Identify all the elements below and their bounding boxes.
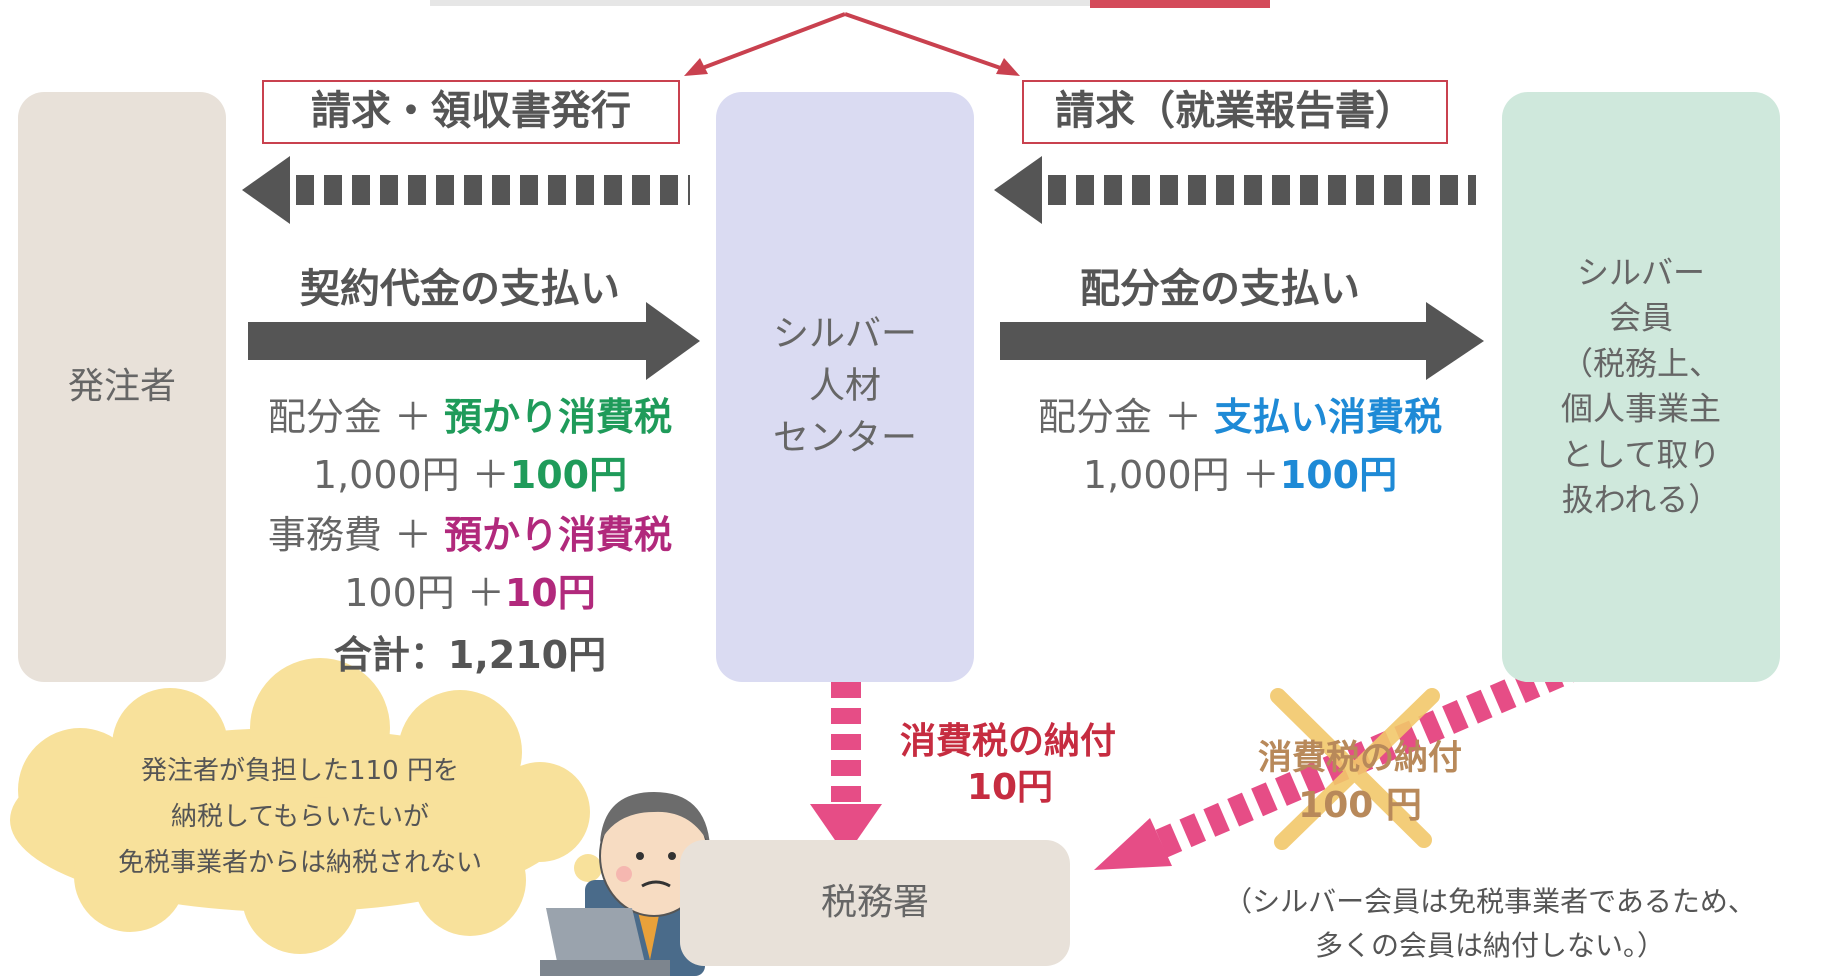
- member-tax-payment-amount: 100 円: [1298, 785, 1422, 826]
- left-breakdown-line2: 1,000円 ＋100円: [240, 444, 700, 499]
- left-line1-tax: 預かり消費税: [444, 395, 673, 439]
- left-line3-base: 事務費 ＋: [267, 513, 445, 557]
- left-breakdown-line1: 配分金 ＋ 預かり消費税: [240, 386, 700, 441]
- tax-arrow-center: [810, 656, 882, 856]
- invoice-tag-left: 請求・領収書発行: [262, 80, 680, 144]
- payment-arrow-right: [1000, 302, 1484, 380]
- left-total: 合計：1,210円: [333, 633, 607, 677]
- invoice-arrow-right: [994, 156, 1476, 224]
- member-tax-payment-title: 消費税の納付: [1258, 738, 1462, 778]
- client-label: 発注者: [67, 365, 176, 407]
- invoice-bracket: [691, 12, 1013, 74]
- left-line2-base: 1,000円 ＋: [312, 453, 510, 497]
- silver-member-label: シルバー 会員 （税務上、 個人事業主 として取り 扱われる）: [1560, 253, 1721, 519]
- cross-mark: [1270, 688, 1440, 850]
- cropped-heading: [430, 0, 1270, 8]
- right-line2-base: 1,000円 ＋: [1082, 453, 1280, 497]
- center-tax-payment-title: 消費税の納付: [899, 721, 1116, 762]
- silver-center-label: シルバー 人材 センター: [772, 313, 917, 460]
- payment-label-right: 配分金の支払い: [1080, 266, 1360, 312]
- center-tax-payment-amount: 10円: [966, 767, 1054, 808]
- right-breakdown-line2: 1,000円 ＋100円: [1000, 444, 1480, 499]
- right-line1-base: 配分金 ＋: [1037, 395, 1215, 439]
- bracket-arrowhead-left: [684, 58, 708, 76]
- bracket-arrowhead-right: [996, 58, 1020, 76]
- invoice-arrow-left: [242, 156, 690, 224]
- silver-member-box: シルバー 会員 （税務上、 個人事業主 として取り 扱われる）: [1502, 92, 1780, 682]
- exemption-note: （シルバー会員は免税事業者であるため、 多くの会員は納付しない。）: [1224, 885, 1756, 962]
- right-breakdown-line1: 配分金 ＋ 支払い消費税: [1000, 386, 1480, 441]
- left-line2-tax: 100円: [509, 453, 628, 497]
- speech-bubble-text: 発注者が負担した110 円を 納税してもらいたいが 免税事業者からは納税されない: [117, 756, 482, 878]
- speech-bubble: [10, 658, 602, 954]
- left-line4-tax: 10円: [504, 571, 596, 615]
- right-line2-tax: 100円: [1279, 453, 1398, 497]
- tax-office-box: 税務署: [680, 840, 1070, 966]
- left-line3-tax: 預かり消費税: [444, 513, 673, 557]
- payment-label-left: 契約代金の支払い: [300, 266, 620, 312]
- tax-office-label: 税務署: [820, 881, 929, 923]
- worried-person-illustration: [540, 792, 740, 976]
- right-line1-tax: 支払い消費税: [1214, 395, 1443, 439]
- left-breakdown-line4: 100円 ＋10円: [240, 562, 700, 617]
- left-line4-base: 100円 ＋: [344, 571, 505, 615]
- invoice-tag-right: 請求（就業報告書）: [1022, 80, 1448, 144]
- silver-center-box: シルバー 人材 センター: [716, 92, 974, 682]
- left-breakdown-line3: 事務費 ＋ 預かり消費税: [240, 504, 700, 559]
- payment-arrow-left: [248, 302, 700, 380]
- client-box: 発注者: [18, 92, 226, 682]
- left-line1-base: 配分金 ＋: [267, 395, 445, 439]
